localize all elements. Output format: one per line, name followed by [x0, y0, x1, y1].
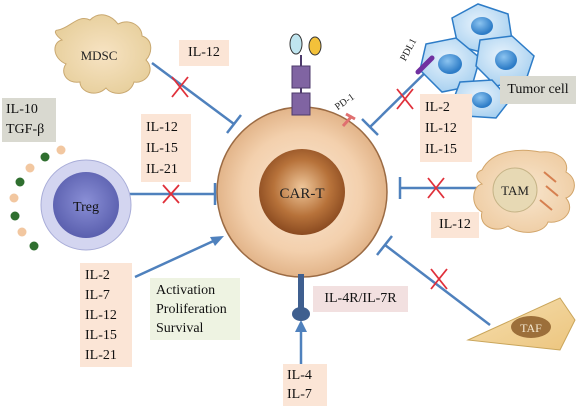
mdsc-cytokine-box: IL-12 — [179, 40, 229, 66]
il4r-label-box: IL-4R/IL-7R — [313, 286, 408, 312]
activating-il12: IL-12 — [85, 308, 117, 323]
treg-cytokine-box: IL-12 IL-15 IL-21 — [141, 114, 191, 182]
taf-nucleus — [511, 316, 551, 338]
activating-il15: IL-15 — [85, 328, 117, 343]
cytokine-dot — [15, 177, 25, 187]
treg-cell: Treg — [9, 145, 132, 251]
tam-cytokine-box: IL-12 — [431, 212, 479, 238]
car-t-label: CAR-T — [280, 186, 325, 202]
cytokine-dot — [40, 152, 50, 162]
tumor-cytokine-il15: IL-15 — [425, 142, 457, 157]
tumor-nucleus — [495, 50, 517, 70]
taf-label: TAF — [520, 321, 542, 335]
car-t-nucleus — [259, 149, 345, 235]
tumor-cytokine-il12: IL-12 — [425, 121, 457, 136]
tumor-block-x-2 — [396, 88, 414, 110]
tumor-nucleus — [438, 54, 462, 74]
il4r-head — [292, 307, 310, 321]
treg-block-x-2 — [162, 184, 180, 204]
cytokine-dots — [9, 145, 66, 251]
mdsc-inhibit-line — [151, 61, 235, 126]
cytokine-dot — [56, 145, 66, 155]
mdsc-cytokine-label: IL-12 — [188, 45, 220, 60]
activating-il7: IL-7 — [85, 288, 110, 303]
interaction-lines — [117, 61, 491, 368]
block-marks — [162, 76, 448, 290]
mdsc-label: MDSC — [81, 48, 118, 63]
tam-cell: TAM — [473, 149, 575, 233]
taf-cell: TAF — [466, 297, 576, 351]
effect-activation: Activation — [156, 283, 216, 298]
activate-arrowhead — [210, 236, 224, 246]
treg-secreted-tgfb: TGF-β — [6, 122, 45, 137]
tumor-cell-label: Tumor cell — [507, 82, 569, 97]
il4r-receptor — [292, 274, 310, 321]
tam-cytokine-label: IL-12 — [439, 217, 471, 232]
tumor-inhibit-bar — [361, 118, 379, 136]
treg-secreted-il10: IL-10 — [6, 102, 38, 117]
taf-inhibit-bar — [376, 235, 393, 256]
bottom-il4: IL-4 — [287, 368, 312, 383]
tam-nucleus — [492, 167, 538, 213]
activate-line — [134, 236, 221, 279]
car-t-cell: CAR-T — [216, 106, 388, 278]
bottom-arrowhead — [295, 320, 307, 332]
bottom-il7: IL-7 — [287, 387, 312, 402]
cytokine-dot — [29, 241, 39, 251]
il4r-stem — [298, 274, 304, 310]
tumor-inhibit-line — [369, 67, 431, 128]
taf-inhibit-line — [384, 244, 491, 326]
treg-secreted-box: IL-10 TGF-β — [2, 98, 56, 142]
activating-il21: IL-21 — [85, 348, 117, 363]
pd1-cup — [345, 112, 356, 121]
treg-cytokine-il21: IL-21 — [146, 162, 178, 177]
tam-granules — [539, 171, 559, 211]
cytokine-dot — [9, 193, 19, 203]
pdl1-ligand — [415, 55, 435, 75]
car-scfv-right — [308, 36, 322, 56]
bottom-cytokine-box: IL-4 IL-7 — [283, 364, 327, 406]
effect-proliferation: Proliferation — [156, 302, 227, 317]
tam-label: TAM — [501, 183, 529, 198]
treg-cytokine-il12: IL-12 — [146, 120, 178, 135]
tumor-cytokine-box: IL-2 IL-12 IL-15 — [420, 94, 472, 162]
treg-cytokine-il15: IL-15 — [146, 141, 178, 156]
treg-label: Treg — [73, 200, 99, 215]
tam-block-x-2 — [427, 177, 445, 199]
effects-box: Activation Proliferation Survival — [150, 278, 240, 340]
tumor-nucleus — [472, 92, 492, 108]
taf-block-x-2 — [430, 268, 448, 290]
treg-nucleus — [53, 172, 119, 238]
cytokine-dot — [25, 163, 35, 173]
mdsc-inhibit-bar — [226, 114, 242, 134]
mdsc-block-x-2 — [171, 76, 189, 98]
activating-il2: IL-2 — [85, 268, 110, 283]
tumor-nucleus — [471, 17, 493, 35]
activating-cytokine-box: IL-2 IL-7 IL-12 IL-15 IL-21 — [80, 263, 132, 367]
car-scfv-left — [289, 33, 303, 55]
effect-survival: Survival — [156, 321, 204, 336]
cytokine-dot — [17, 227, 27, 237]
mdsc-body — [54, 14, 152, 94]
tumor-cytokine-il2: IL-2 — [425, 100, 450, 115]
mdsc-cell: MDSC — [54, 14, 152, 94]
tumor-cell-label-box: Tumor cell — [500, 76, 576, 104]
il4r-label: IL-4R/IL-7R — [324, 291, 397, 306]
car-receptor — [289, 33, 322, 116]
cytokine-dot — [10, 211, 20, 221]
